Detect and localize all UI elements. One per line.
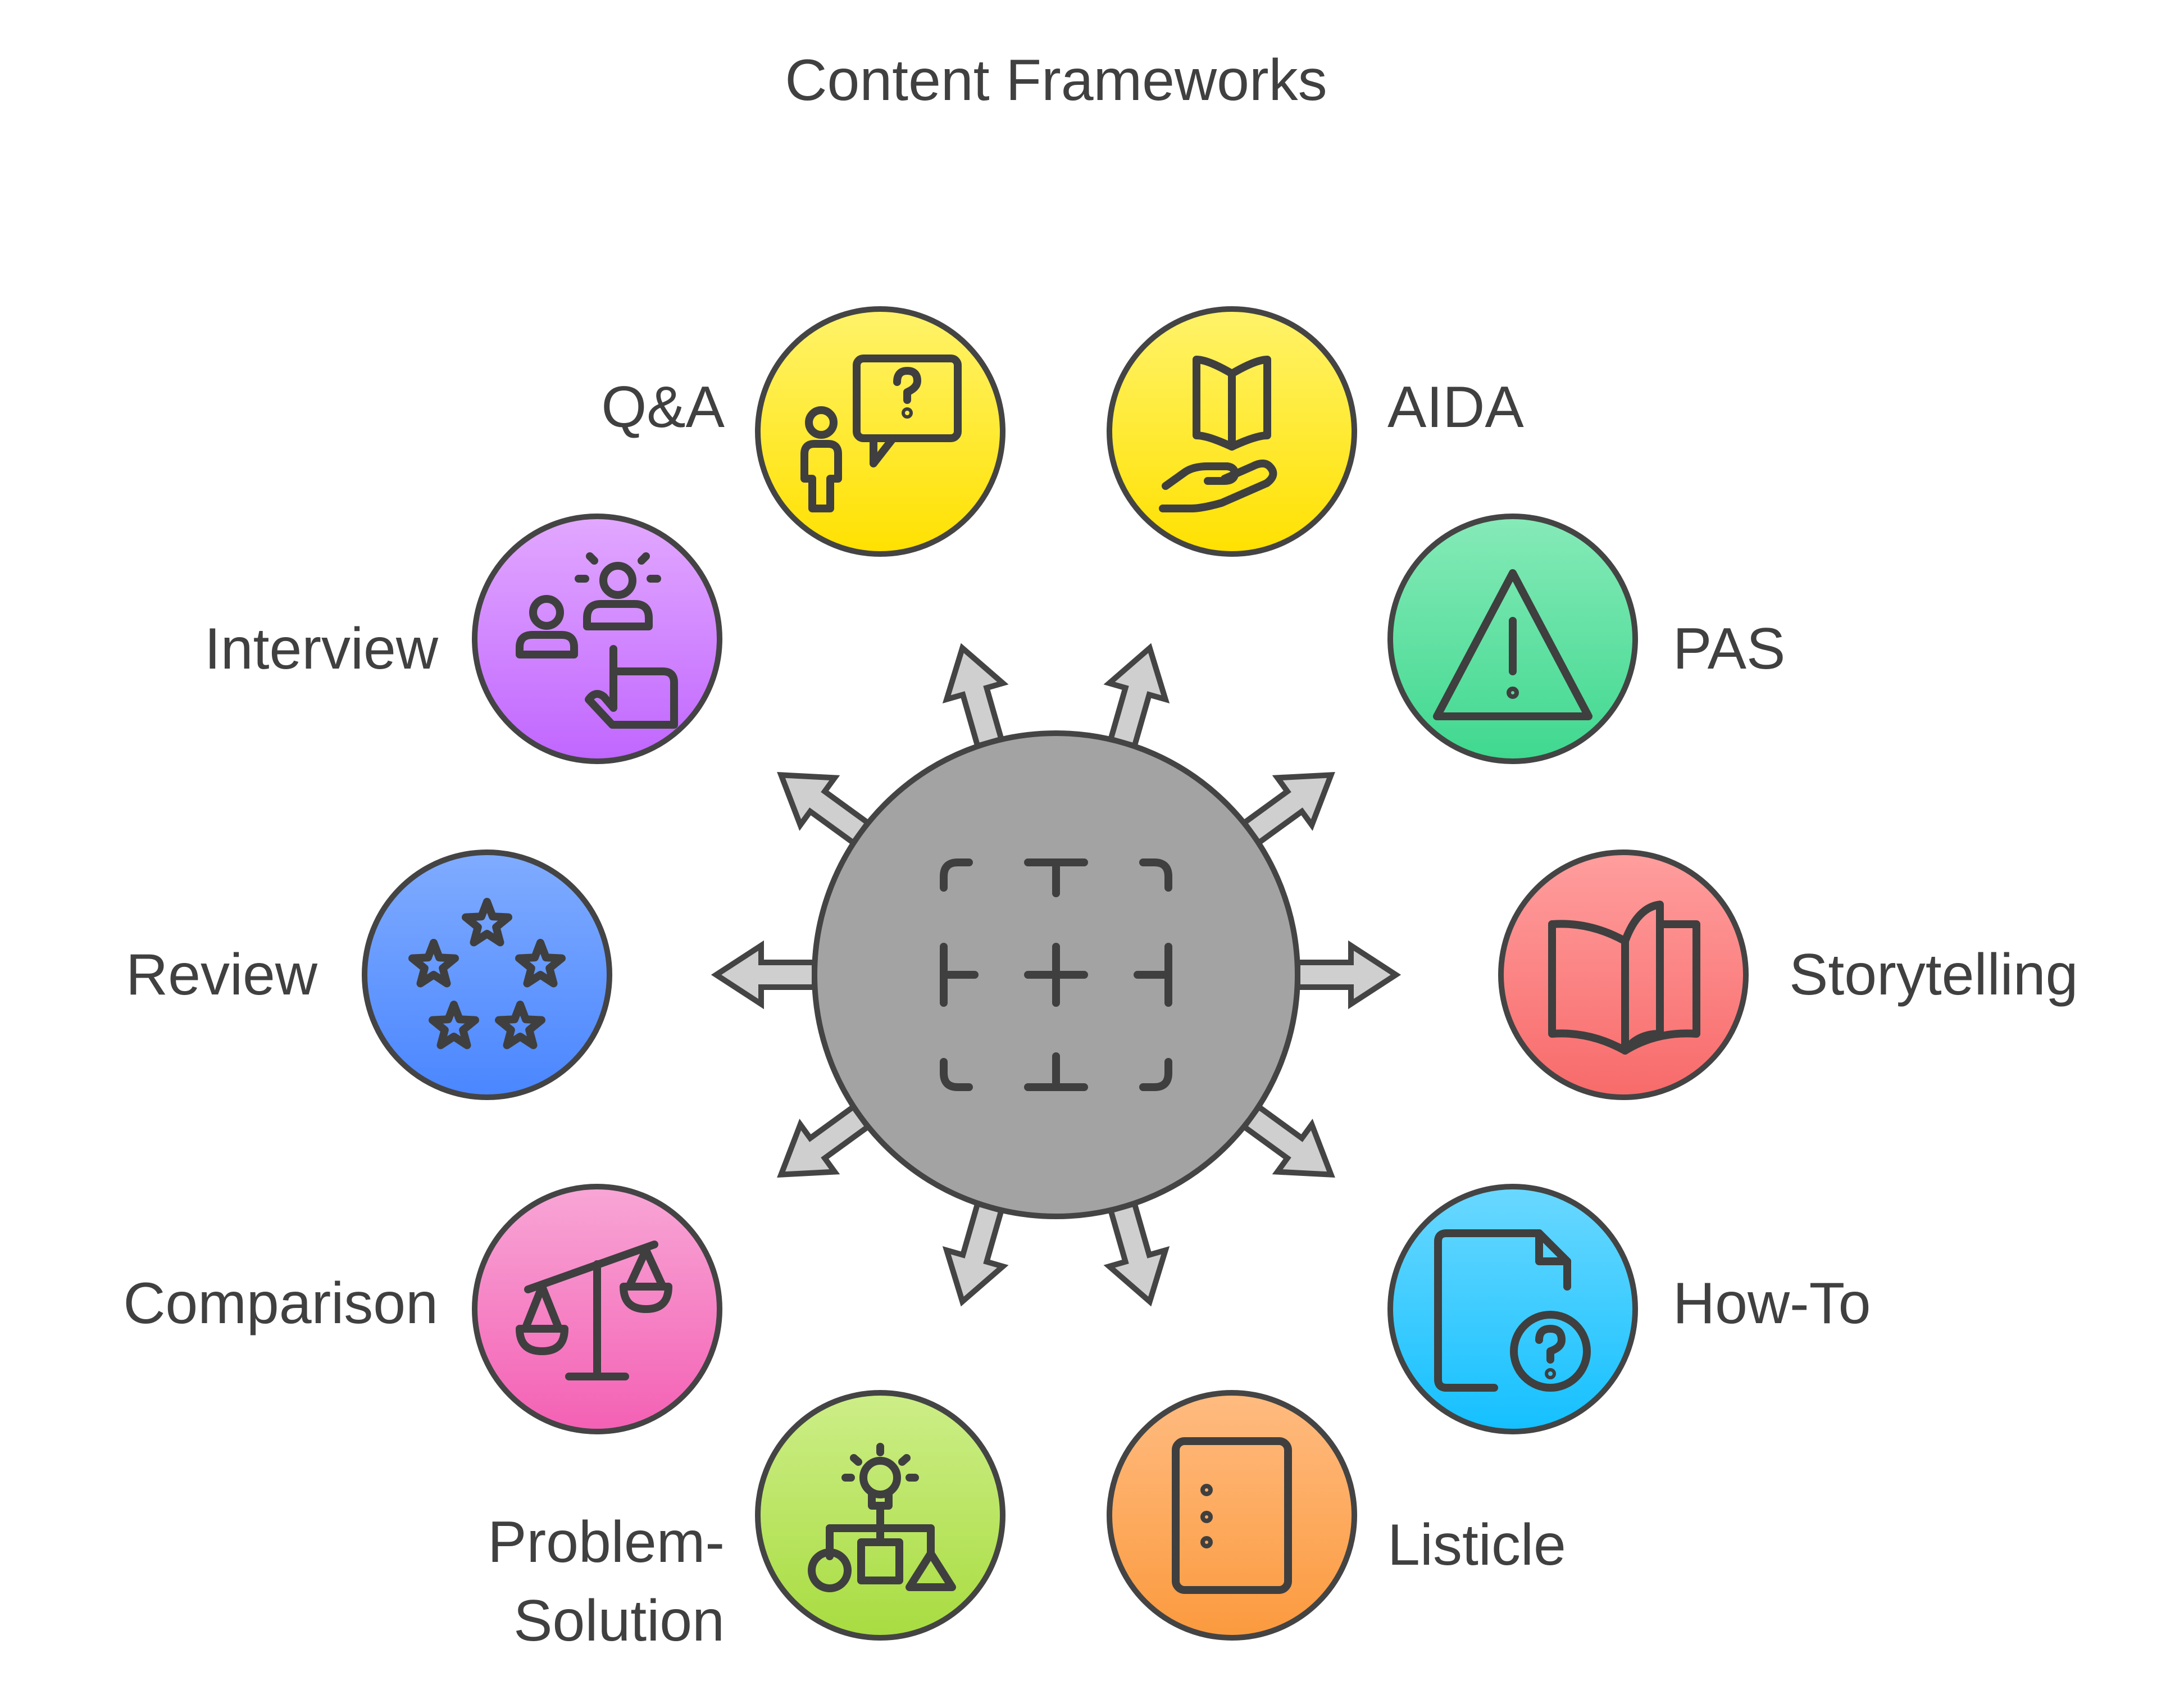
arrow-qa xyxy=(934,640,1017,751)
node-problem-solution: Problem- Solution xyxy=(488,1390,1005,1653)
node-comparison: Comparison xyxy=(123,1184,722,1434)
node-qa: Q&A xyxy=(601,306,1005,557)
node-listicle-label: Listicle xyxy=(1387,1512,1566,1578)
book-in-hand-icon xyxy=(1159,356,1277,512)
node-interview: Interview xyxy=(204,514,722,764)
node-aida: AIDA xyxy=(1107,306,1524,557)
node-comparison-label: Comparison xyxy=(123,1271,438,1336)
node-howto: How-To xyxy=(1387,1184,1871,1434)
node-pas-label: PAS xyxy=(1673,616,1785,682)
node-listicle-circle xyxy=(1107,1390,1357,1641)
node-review-circle xyxy=(362,850,612,1100)
node-howto-label: How-To xyxy=(1673,1271,1871,1336)
node-problem-solution-label-line1: Problem- xyxy=(488,1510,725,1575)
stars-rating-icon xyxy=(408,898,566,1050)
arrow-problem-solution xyxy=(934,1199,1017,1310)
warning-triangle-icon xyxy=(1433,569,1593,720)
open-book-icon xyxy=(1548,901,1700,1055)
node-problem-solution-label-line2: Solution xyxy=(513,1588,725,1653)
people-pointer-icon xyxy=(516,552,678,729)
star-icon xyxy=(429,1001,479,1050)
node-storytelling-label: Storytelling xyxy=(1789,942,2078,1007)
star-icon xyxy=(408,939,459,988)
node-listicle: Listicle xyxy=(1107,1390,1566,1641)
arrow-review xyxy=(716,946,815,1004)
arrow-aida xyxy=(1095,640,1178,751)
node-qa-circle xyxy=(755,306,1005,557)
focus-frame-icon xyxy=(940,858,1172,1091)
list-card-icon xyxy=(1172,1437,1292,1594)
node-pas: PAS xyxy=(1387,514,1785,764)
star-icon xyxy=(495,1001,545,1050)
help-document-icon xyxy=(1434,1229,1591,1392)
arrow-storytelling xyxy=(1298,946,1396,1004)
node-howto-circle xyxy=(1387,1184,1638,1434)
star-icon xyxy=(515,939,566,988)
node-interview-circle xyxy=(472,514,722,764)
node-review: Review xyxy=(126,850,612,1100)
idea-flowchart-icon xyxy=(808,1443,956,1592)
hub-node xyxy=(812,730,1300,1219)
balance-scale-icon xyxy=(516,1241,672,1380)
node-interview-label: Interview xyxy=(204,616,439,682)
node-qa-label: Q&A xyxy=(601,375,725,440)
node-review-label: Review xyxy=(126,942,318,1007)
node-storytelling: Storytelling xyxy=(1498,850,2078,1100)
diagram-title: Content Frameworks xyxy=(785,48,1327,113)
arrow-listicle xyxy=(1095,1199,1178,1310)
node-aida-label: AIDA xyxy=(1387,375,1524,440)
question-person-icon xyxy=(800,355,962,512)
star-icon xyxy=(462,898,512,947)
